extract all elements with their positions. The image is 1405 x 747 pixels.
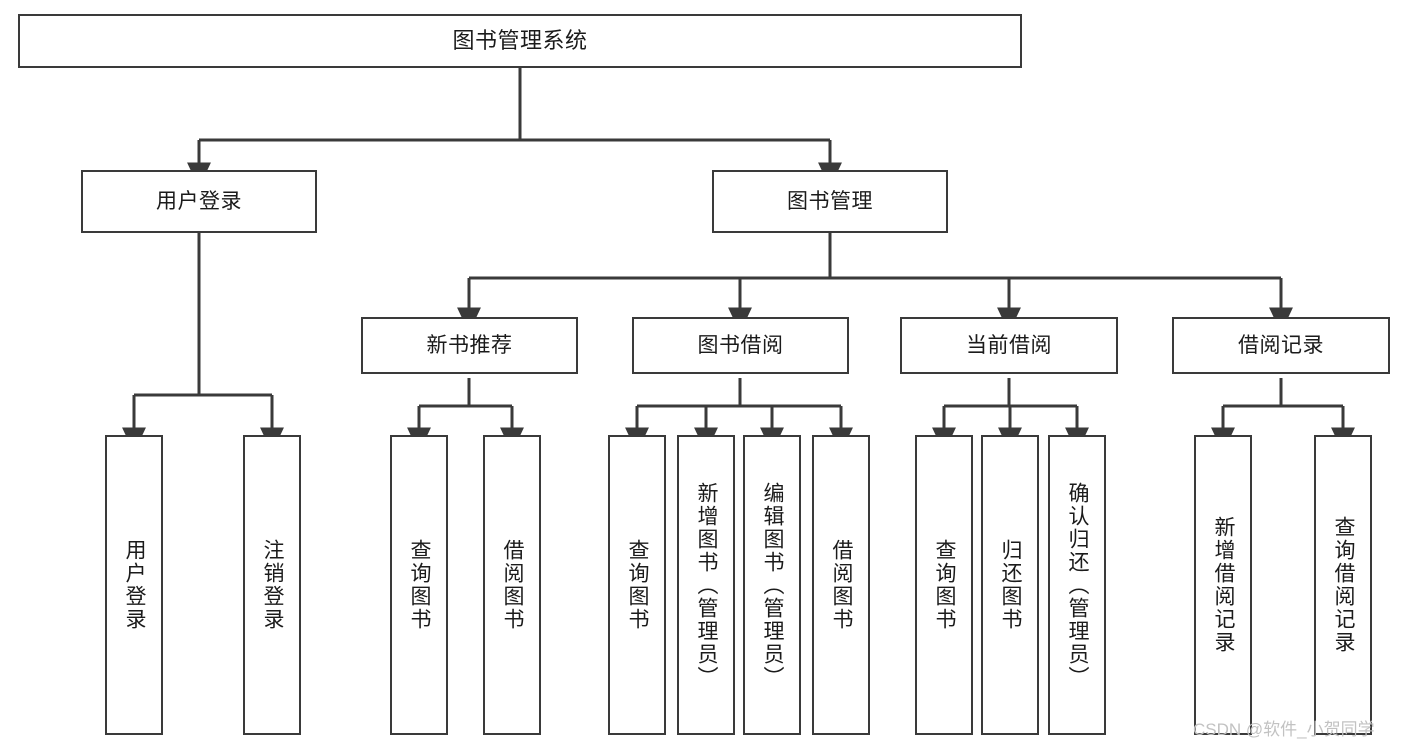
leaf-current-confirm-return-admin[interactable]: 确认归还（管理员）	[1048, 435, 1106, 735]
node-label: 查询图书	[408, 539, 432, 631]
node-label: 借阅记录	[1238, 333, 1324, 357]
node-label: 注销登录	[261, 539, 285, 631]
leaf-borrow-edit-book-admin[interactable]: 编辑图书（管理员）	[743, 435, 801, 735]
node-user-login[interactable]: 用户登录	[81, 170, 317, 233]
node-borrow-record[interactable]: 借阅记录	[1172, 317, 1390, 374]
node-root-system[interactable]: 图书管理系统	[18, 14, 1022, 68]
node-label: 查询图书	[933, 539, 957, 631]
node-label: 图书管理	[787, 189, 873, 213]
node-label: 新书推荐	[426, 333, 513, 357]
node-label: 查询借阅记录	[1332, 516, 1356, 654]
node-label: 确认归还（管理员）	[1066, 481, 1090, 689]
leaf-borrow-borrow-book[interactable]: 借阅图书	[812, 435, 870, 735]
leaf-user-login-logout[interactable]: 注销登录	[243, 435, 301, 735]
node-label: 用户登录	[123, 539, 147, 631]
leaf-borrow-add-book-admin[interactable]: 新增图书（管理员）	[677, 435, 735, 735]
leaf-record-add-record[interactable]: 新增借阅记录	[1194, 435, 1252, 735]
leaf-user-login-login[interactable]: 用户登录	[105, 435, 163, 735]
node-new-book-recommend[interactable]: 新书推荐	[361, 317, 578, 374]
leaf-record-query-record[interactable]: 查询借阅记录	[1314, 435, 1372, 735]
node-label: 图书管理系统	[452, 27, 588, 53]
leaf-current-query-book[interactable]: 查询图书	[915, 435, 973, 735]
node-label: 查询图书	[626, 539, 650, 631]
leaf-recommend-query-book[interactable]: 查询图书	[390, 435, 448, 735]
node-label: 用户登录	[156, 189, 242, 213]
node-label: 借阅图书	[501, 539, 525, 631]
node-label: 借阅图书	[830, 539, 854, 631]
leaf-current-return-book[interactable]: 归还图书	[981, 435, 1039, 735]
leaf-recommend-borrow-book[interactable]: 借阅图书	[483, 435, 541, 735]
watermark-text: CSDN @软件_小贺同学	[1193, 720, 1375, 739]
node-label: 归还图书	[999, 539, 1023, 631]
node-label: 当前借阅	[966, 333, 1052, 357]
node-label: 图书借阅	[697, 333, 784, 357]
node-label: 新增借阅记录	[1212, 516, 1236, 654]
node-label: 编辑图书（管理员）	[761, 481, 785, 689]
node-label: 新增图书（管理员）	[695, 481, 719, 689]
node-book-management[interactable]: 图书管理	[712, 170, 948, 233]
leaf-borrow-query-book[interactable]: 查询图书	[608, 435, 666, 735]
node-current-borrow[interactable]: 当前借阅	[900, 317, 1118, 374]
node-book-borrow[interactable]: 图书借阅	[632, 317, 849, 374]
